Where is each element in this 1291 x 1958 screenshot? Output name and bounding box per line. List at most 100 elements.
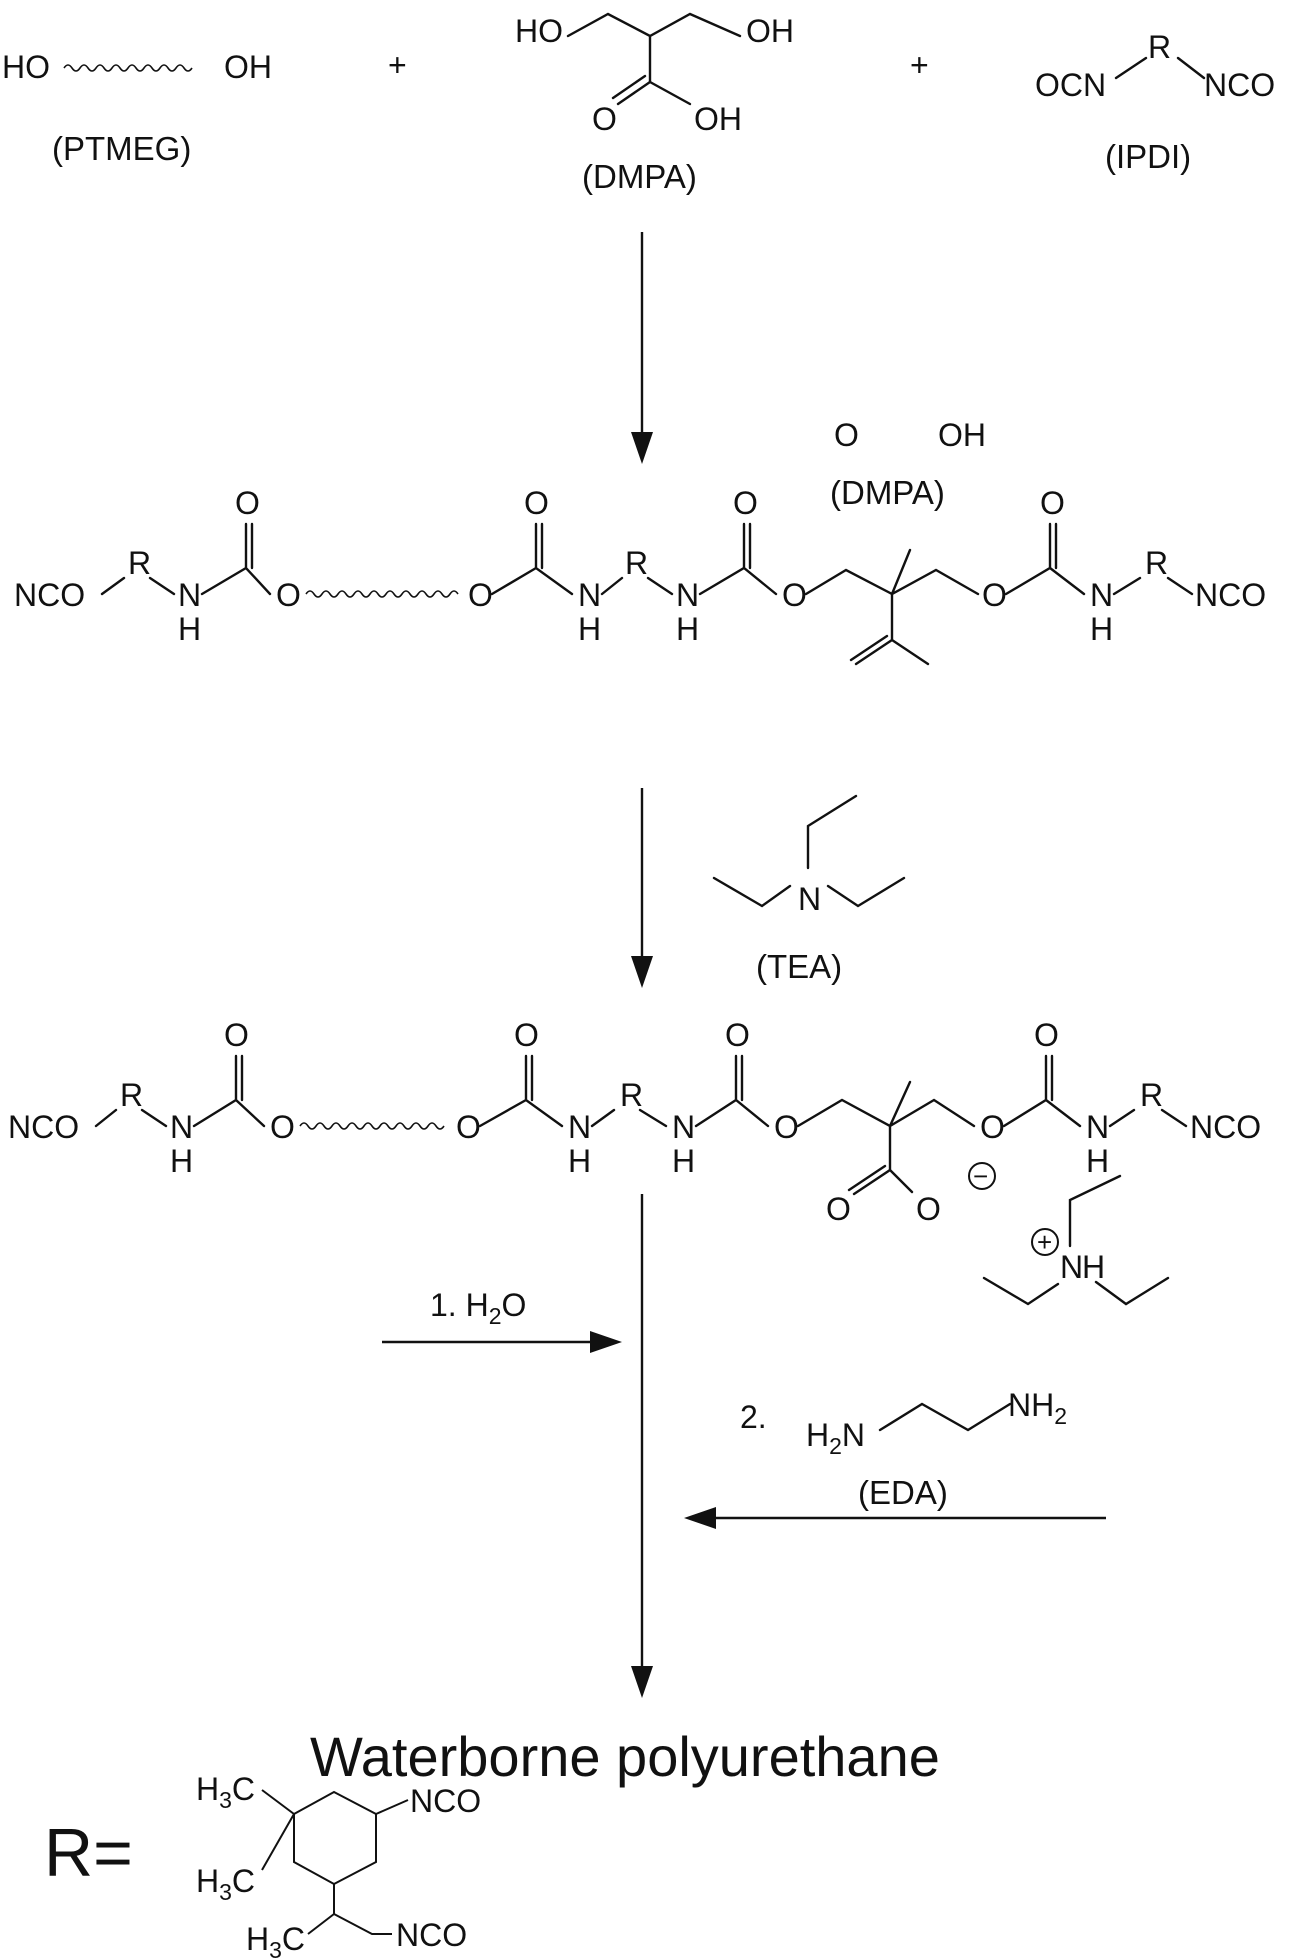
- prepolymer-h-4: H: [1090, 611, 1113, 647]
- ionic-n-1: N: [170, 1109, 193, 1145]
- ionic-o-2: O: [270, 1109, 295, 1145]
- r-isocyanate-2: NCO: [396, 1917, 467, 1953]
- dmpa-carbonyl-o: O: [592, 101, 617, 137]
- ionic-h-3: H: [672, 1143, 695, 1179]
- reactant-ipdi: OCN R NCO (IPDI): [1035, 29, 1275, 175]
- r-group-definition: R= H3C H3C H3C NCO NCO: [44, 1771, 481, 1958]
- r-group-label: R=: [44, 1815, 133, 1891]
- ipdi-ocn: OCN: [1035, 67, 1106, 103]
- ionic-wavy-chain: [299, 1122, 445, 1130]
- dmpa-ho: HO: [515, 13, 563, 49]
- dmpa-carbonyl-double: [611, 74, 652, 106]
- prepolymer-n-2: N: [578, 577, 601, 613]
- ionic-r-1: R: [120, 1077, 143, 1113]
- prepolymer-acid-oh: OH: [938, 417, 986, 453]
- prepolymer-o-6: O: [782, 577, 807, 613]
- ionic-o-7: O: [980, 1109, 1005, 1145]
- eda-label: (EDA): [858, 1474, 948, 1511]
- prepolymer-n-3: N: [676, 577, 699, 613]
- negative-charge-badge: [968, 1162, 996, 1190]
- ptmeg-label: (PTMEG): [52, 130, 191, 167]
- r-methyl-1: H3C: [196, 1771, 255, 1813]
- prepolymer-h-2: H: [578, 611, 601, 647]
- ionic-o-4: O: [514, 1017, 539, 1053]
- prepolymer-nco-right: NCO: [1195, 577, 1266, 613]
- positive-charge-badge: [1031, 1228, 1059, 1256]
- arrow-step-1: [631, 232, 653, 464]
- ptmeg-ho: HO: [2, 49, 50, 85]
- ipdi-r: R: [1148, 29, 1171, 65]
- dmpa-acid-bond: [648, 80, 692, 106]
- prepolymer-bonds: [100, 522, 1194, 666]
- ammonium-h: H: [1082, 1249, 1105, 1285]
- tea-bonds: [712, 794, 906, 908]
- r-methyl-2: H3C: [196, 1863, 255, 1905]
- eda-step-number: 2.: [740, 1399, 767, 1435]
- ipdi-nco: NCO: [1204, 67, 1275, 103]
- prepolymer-h-1: H: [178, 611, 201, 647]
- ammonium-n: N: [1060, 1249, 1083, 1285]
- eda-right-amine: NH2: [1008, 1387, 1067, 1429]
- dmpa-bonds: [566, 12, 742, 84]
- prepolymer: NCO R N H O O O O N H R N H O O O O N H …: [14, 417, 1266, 666]
- r-isocyanate-1: NCO: [410, 1783, 481, 1819]
- ionic-r-2: R: [620, 1077, 643, 1113]
- positive-charge-sign: +: [1037, 1227, 1052, 1257]
- ionic-o-1: O: [224, 1017, 249, 1053]
- prepolymer-h-3: H: [676, 611, 699, 647]
- ionic-h-1: H: [170, 1143, 193, 1179]
- carboxylate-carbonyl-o: O: [826, 1191, 851, 1227]
- arrow-step-3: [631, 1194, 653, 1698]
- prepolymer-n-4: N: [1090, 577, 1113, 613]
- ionic-o-8: O: [1034, 1017, 1059, 1053]
- prepolymer-o-3: O: [468, 577, 493, 613]
- prepolymer-dmpa-label: (DMPA): [830, 474, 945, 511]
- dmpa-acid-oh: OH: [694, 101, 742, 137]
- tea-n: N: [798, 881, 821, 917]
- ptmeg-wavy-chain: [63, 64, 193, 72]
- prepolymer-o-2: O: [276, 577, 301, 613]
- ionic-n-3: N: [672, 1109, 695, 1145]
- prepolymer-o-7: O: [982, 577, 1007, 613]
- neutralized-prepolymer: NCO R N H O O O O N H R N H O O O O N H …: [8, 1017, 1261, 1306]
- reactant-ptmeg: HO OH (PTMEG): [2, 49, 272, 167]
- eda-arrow-head: [684, 1507, 716, 1529]
- dmpa-oh-top: OH: [746, 13, 794, 49]
- ionic-h-4: H: [1086, 1143, 1109, 1179]
- r-substituent-bonds: [261, 1789, 409, 1935]
- ionic-h-2: H: [568, 1143, 591, 1179]
- ipdi-label: (IPDI): [1105, 138, 1191, 175]
- prepolymer-wavy-chain: [305, 590, 459, 598]
- prepolymer-n-1: N: [178, 577, 201, 613]
- ipdi-bonds: [1114, 56, 1206, 80]
- dmpa-label: (DMPA): [582, 158, 697, 195]
- prepolymer-carbonyl-o: O: [834, 417, 859, 453]
- plus-sign-1: +: [388, 47, 407, 83]
- reactant-dmpa: HO OH O OH (DMPA): [515, 12, 794, 195]
- prepolymer-o-1: O: [235, 485, 260, 521]
- prepolymer-r-1: R: [128, 545, 151, 581]
- prepolymer-o-8: O: [1040, 485, 1065, 521]
- water-label: 1. H2O: [430, 1287, 526, 1329]
- water-arrow-head: [590, 1331, 622, 1353]
- carboxylate-o: O: [916, 1191, 941, 1227]
- prepolymer-r-2: R: [625, 545, 648, 581]
- negative-charge-sign: −: [973, 1161, 988, 1191]
- prepolymer-o-4: O: [524, 485, 549, 521]
- eda-left-amine: H2N: [806, 1417, 865, 1459]
- ptmeg-oh: OH: [224, 49, 272, 85]
- prepolymer-r-3: R: [1145, 545, 1168, 581]
- prepolymer-nco-left: NCO: [14, 577, 85, 613]
- r-methyl-3: H3C: [246, 1921, 305, 1958]
- ionic-bonds: [94, 1054, 1188, 1306]
- ionic-o-3: O: [456, 1109, 481, 1145]
- step-water: 1. H2O: [382, 1287, 622, 1353]
- eda-bonds: [878, 1402, 1012, 1432]
- ionic-nco-left: NCO: [8, 1109, 79, 1145]
- ionic-nco-right: NCO: [1190, 1109, 1261, 1145]
- product-name: Waterborne polyurethane: [310, 1725, 940, 1788]
- ionic-r-3: R: [1140, 1077, 1163, 1113]
- arrow-step-2: [631, 788, 653, 988]
- prepolymer-o-5: O: [733, 485, 758, 521]
